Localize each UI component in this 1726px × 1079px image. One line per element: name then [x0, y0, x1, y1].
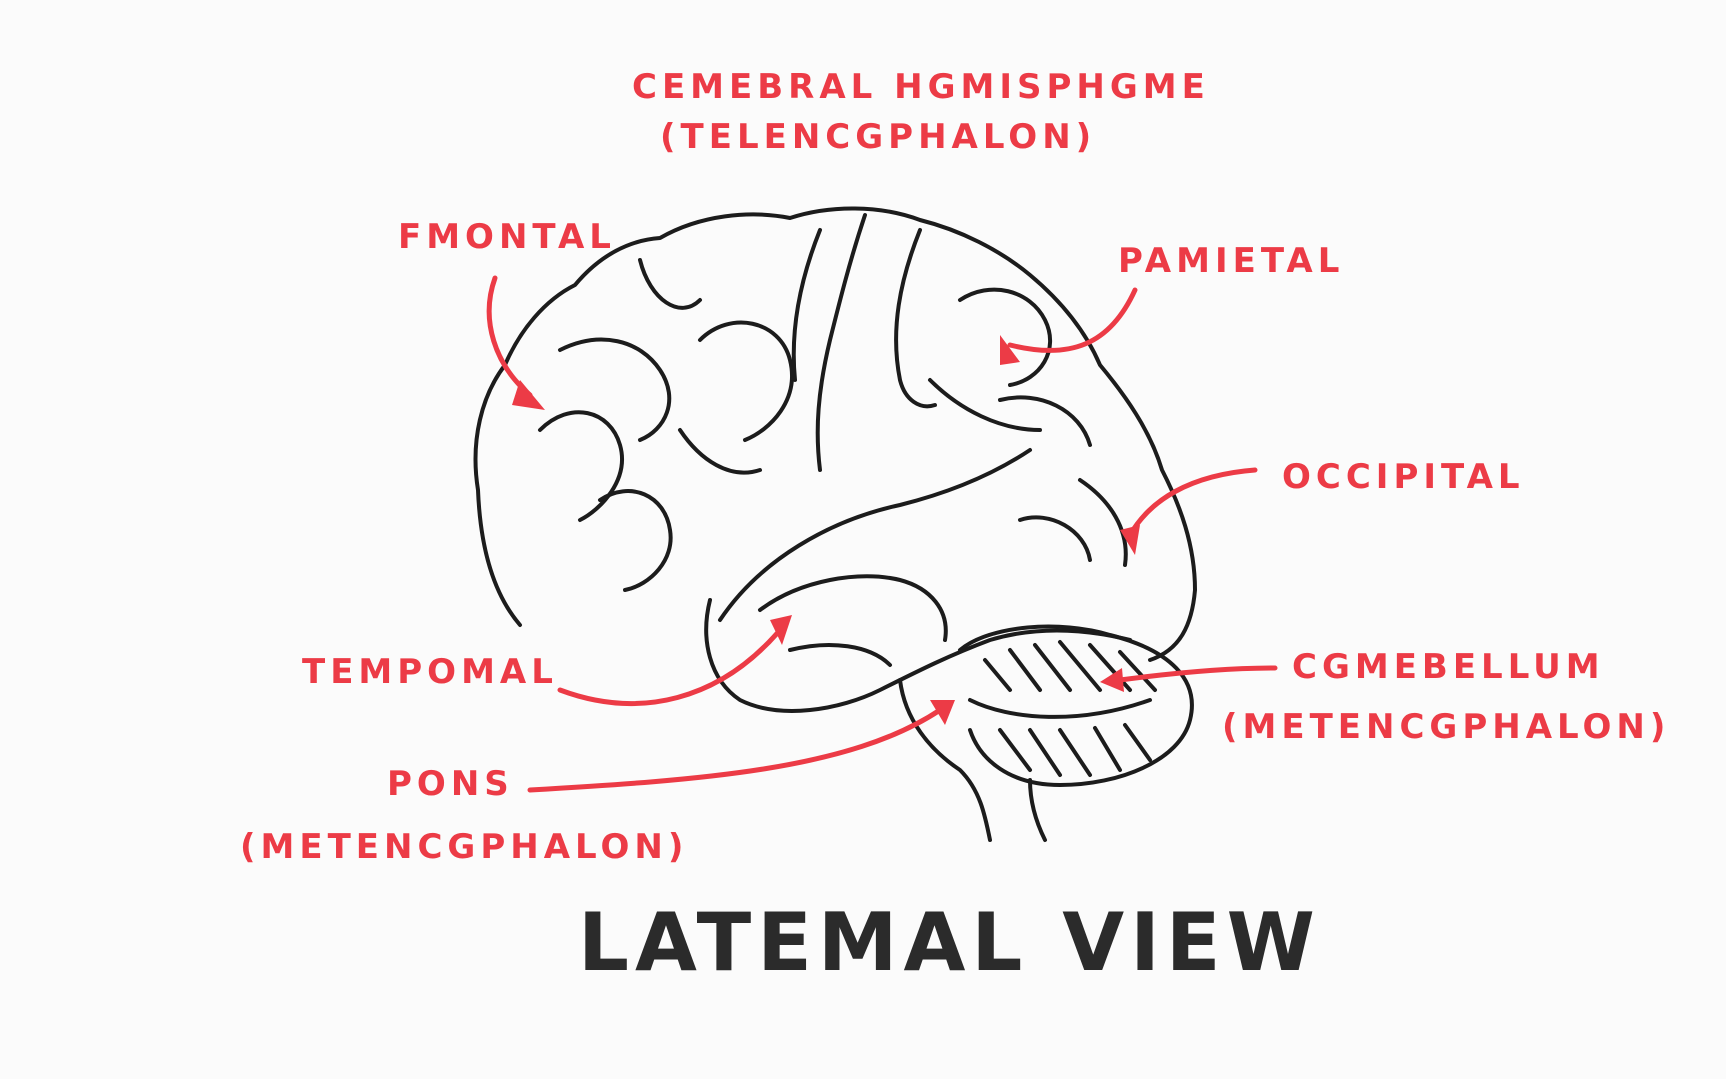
cerebellum-label: CGMEBELLUM [1292, 647, 1605, 687]
region-labels: CEMEBRAL HGMISPHGME (TELENCGPHALON) FMON… [240, 67, 1670, 867]
occipital-label: OCCIPITAL [1282, 457, 1525, 497]
pointer-arrows [486, 275, 1278, 793]
gyrus [1018, 515, 1092, 562]
gyrus [958, 287, 1052, 387]
arrow-temporal-head [770, 615, 792, 645]
arrow-temporal [557, 627, 783, 706]
brain-drawing [473, 206, 1197, 842]
cerebral-hemisphere-label: CEMEBRAL HGMISPHGME [632, 67, 1210, 107]
cerebellum-fold [968, 698, 1152, 719]
gyrus [928, 378, 1042, 432]
arrow-occipital-head [1120, 525, 1140, 555]
pons-label: PONS [387, 764, 514, 804]
gyrus [698, 320, 794, 442]
gyrus [998, 395, 1092, 447]
central-sulcus [815, 213, 867, 472]
arrow-frontal-head [512, 380, 545, 410]
temporal-label: TEMPOMAL [302, 652, 558, 692]
gyrus [894, 228, 937, 409]
frontal-label: FMONTAL [398, 217, 616, 257]
gyrus [558, 337, 672, 442]
cerebrum-outline [473, 206, 1197, 662]
gyrus [758, 574, 948, 642]
gyrus [638, 258, 702, 310]
telencephalon-label: (TELENCGPHALON) [660, 117, 1096, 157]
arrow-pons-head [930, 700, 955, 725]
parietal-label: PAMIETAL [1118, 241, 1344, 281]
diagram-title: LATEMAL VIEW [578, 896, 1321, 989]
gyrus [538, 410, 624, 522]
cerebellum-metencephalon-label: (METENCGPHALON) [1222, 707, 1670, 747]
lateral-fissure [718, 448, 1032, 622]
arrow-pons [527, 707, 943, 793]
brainstem-outline [898, 678, 992, 842]
gyrus [788, 643, 892, 667]
arrow-parietal [1007, 287, 1138, 353]
cerebellum-outline [958, 624, 1194, 787]
temporal-lobe-outline [704, 598, 1132, 713]
pons-metencephalon-label: (METENCGPHALON) [240, 827, 688, 867]
arrow-occipital [1127, 467, 1258, 538]
gyrus [678, 428, 762, 475]
gyrus [598, 489, 673, 592]
brainstem-outline [1028, 778, 1047, 842]
gyrus [1078, 478, 1128, 567]
gyrus [791, 228, 822, 382]
arrow-cerebellum-head [1100, 668, 1124, 692]
cerebellum-hatching [983, 640, 1157, 777]
arrow-parietal-head [1000, 335, 1020, 365]
arrow-cerebellum [1117, 665, 1278, 683]
